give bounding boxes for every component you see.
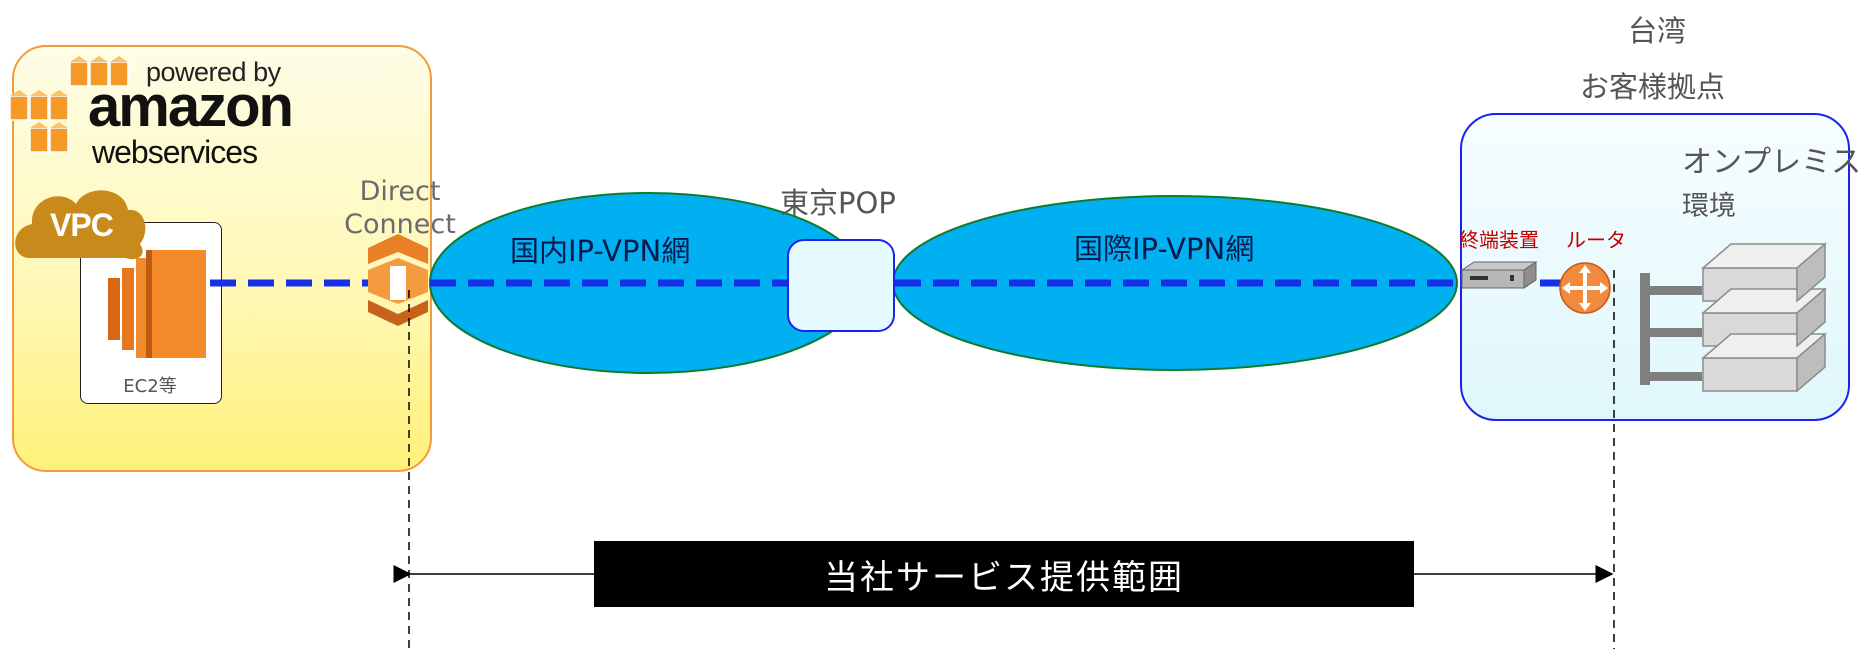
terminal-device-icon xyxy=(1460,261,1538,289)
onprem-label-line1: オンプレミス xyxy=(1682,145,1862,180)
router-icon xyxy=(1559,262,1611,314)
aws-services-text: webservices xyxy=(92,134,258,170)
tokyo-pop-node xyxy=(787,239,895,332)
customer-site-label: お客様拠点 xyxy=(1580,70,1726,104)
vpc-label: VPC xyxy=(50,207,114,243)
direct-connect-label: Direct Connect xyxy=(330,175,470,241)
aws-logo-cubes xyxy=(9,56,129,153)
aws-brand-text: amazon xyxy=(88,74,294,139)
router-label: ルータ xyxy=(1566,228,1626,252)
direct-connect-icon xyxy=(368,234,428,326)
tokyo-pop-label: 東京POP xyxy=(780,186,896,220)
international-vpn-label: 国際IP-VPN網 xyxy=(1074,232,1255,266)
ec2-label: EC2等 xyxy=(123,376,177,397)
aws-powered-by-text: powered by xyxy=(146,57,281,87)
domestic-vpn-label: 国内IP-VPN網 xyxy=(510,234,691,268)
vpc-cloud-icon xyxy=(15,190,146,260)
terminal-device-label: 終端装置 xyxy=(1459,228,1539,252)
customer-region-label: 台湾 xyxy=(1628,14,1687,48)
direct-connect-label-line1: Direct xyxy=(359,176,441,207)
direct-connect-label-line2: Connect xyxy=(344,209,456,240)
onprem-label-line2: 環境 xyxy=(1682,191,1736,222)
ec2-instance-icon xyxy=(108,250,206,358)
service-scope-banner: 当社サービス提供範囲 xyxy=(594,541,1414,607)
on-premise-server-icon xyxy=(1640,242,1828,393)
